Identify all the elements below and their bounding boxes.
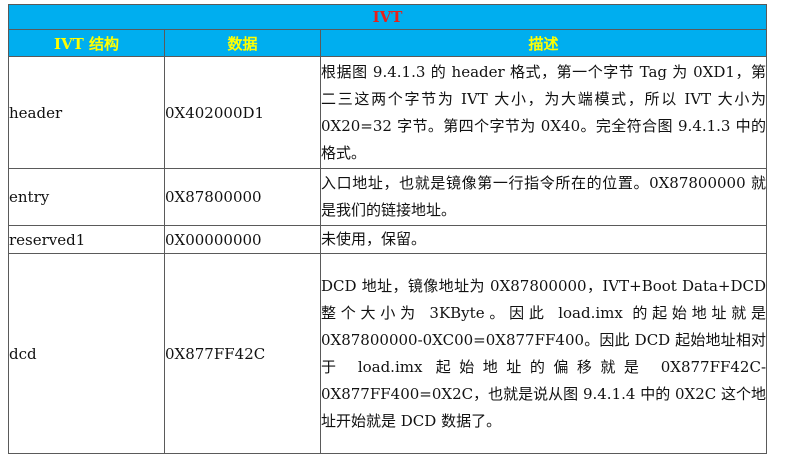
table-title: IVT: [7, 4, 768, 30]
table-row: entry 0X87800000 入口地址，也就是镜像第一行指令所在的位置。0X…: [8, 168, 768, 226]
row-value: 0X877FF42C: [164, 253, 321, 454]
row-description: DCD 地址，镜像地址为 0X87800000，IVT+Boot Data+DC…: [319, 253, 768, 454]
row-field: dcd: [8, 253, 165, 454]
table-header-row: IVT 结构 数据 描述: [8, 29, 768, 57]
header-data: 数据: [164, 29, 321, 57]
table-title-row: IVT: [7, 4, 768, 30]
row-description: 未使用，保留。: [319, 225, 768, 254]
table-row: dcd 0X877FF42C DCD 地址，镜像地址为 0X87800000，I…: [8, 253, 768, 454]
table-row: header 0X402000D1 根据图 9.4.1.3 的 header 格…: [8, 56, 768, 169]
row-field: entry: [8, 168, 165, 226]
ivt-table: IVT IVT 结构 数据 描述 header 0X402000D1 根据图 9…: [7, 4, 768, 454]
row-value: 0X402000D1: [164, 56, 321, 169]
header-ivt-structure: IVT 结构: [8, 29, 165, 57]
header-description: 描述: [319, 29, 768, 57]
row-description: 入口地址，也就是镜像第一行指令所在的位置。0X87800000 就是我们的链接地…: [319, 168, 768, 226]
row-field: header: [8, 56, 165, 169]
table-row: reserved1 0X00000000 未使用，保留。: [8, 225, 768, 254]
row-field: reserved1: [8, 225, 165, 254]
row-value: 0X87800000: [164, 168, 321, 226]
row-description: 根据图 9.4.1.3 的 header 格式，第一个字节 Tag 为 0XD1…: [319, 56, 768, 169]
row-value: 0X00000000: [164, 225, 321, 254]
